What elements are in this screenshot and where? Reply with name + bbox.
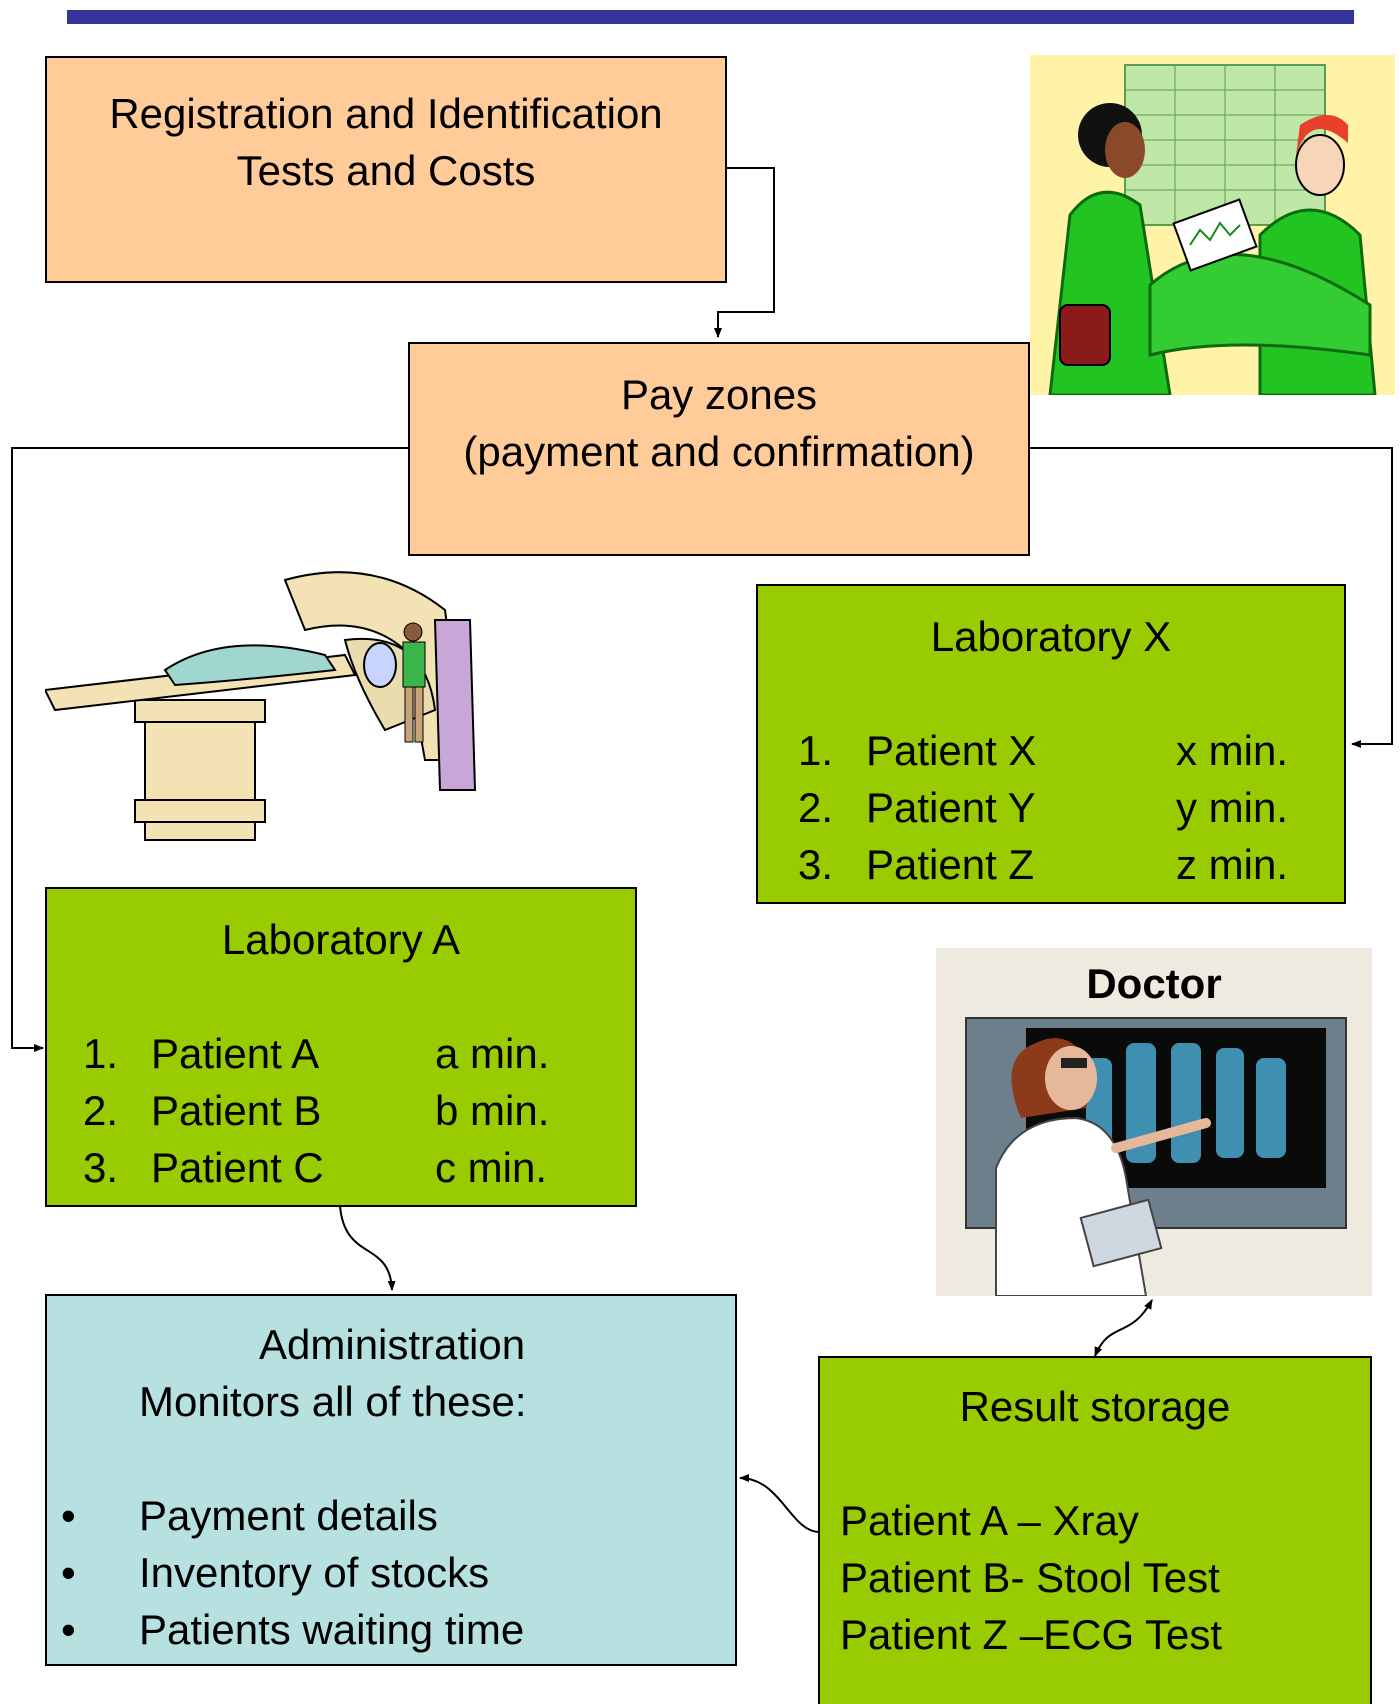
lab-a-item-num: 3. <box>83 1144 119 1191</box>
doctor-illustration: Doctor <box>936 948 1372 1296</box>
lab-x-item: 1. Patient X x min. <box>798 722 1288 779</box>
laboratory-a-box: Laboratory A 1. Patient A a min. 2. Pati… <box>45 887 637 1207</box>
result-storage-line: Patient A – Xray <box>840 1497 1139 1544</box>
bullet-icon: • <box>61 1549 76 1596</box>
arrow-results-to-admin <box>739 1474 819 1533</box>
administration-bullet-text: Payment details <box>139 1492 438 1539</box>
lab-a-item-patient: Patient A <box>151 1030 320 1077</box>
lab-a-item-time: a min. <box>435 1030 550 1077</box>
xray-machine-illustration <box>43 560 485 850</box>
lab-x-item-num: 3. <box>798 841 834 888</box>
administration-bullet-text: Patients waiting time <box>139 1606 525 1653</box>
administration-bullet: • Patients waiting time <box>61 1601 524 1658</box>
lab-x-item: 2. Patient Y y min. <box>798 779 1288 836</box>
lab-x-item-patient: Patient X <box>866 727 1037 774</box>
pay-zones-line1: Pay zones <box>620 371 818 418</box>
lab-a-item-num: 2. <box>83 1087 119 1134</box>
top-bar <box>67 10 1354 24</box>
lab-a-item: 2. Patient B b min. <box>83 1082 549 1139</box>
doctor-label: Doctor <box>1086 960 1222 1007</box>
result-storage-line: Patient B- Stool Test <box>840 1554 1220 1601</box>
lab-x-item-num: 1. <box>798 727 834 774</box>
lab-x-item-time: y min. <box>1176 784 1289 831</box>
lab-a-item-time: b min. <box>435 1087 550 1134</box>
administration-title: Administration <box>259 1321 526 1368</box>
administration-box: Administration Monitors all of these: • … <box>45 1294 737 1666</box>
lab-a-item-time: c min. <box>435 1144 548 1191</box>
clerk-illustration <box>1030 55 1395 397</box>
pay-zones-line2: (payment and confirmation) <box>463 428 975 475</box>
bullet-icon: • <box>61 1606 76 1653</box>
arrow-doctor-results <box>1094 1299 1153 1357</box>
administration-bullet: • Inventory of stocks <box>61 1544 489 1601</box>
laboratory-a-title: Laboratory A <box>221 916 461 963</box>
laboratory-x-box: Laboratory X 1. Patient X x min. 2. Pati… <box>756 584 1346 904</box>
result-storage-title: Result storage <box>959 1383 1231 1430</box>
bullet-icon: • <box>61 1492 76 1539</box>
registration-box: Registration and Identification Tests an… <box>45 56 727 283</box>
lab-a-item: 3. Patient C c min. <box>83 1139 547 1196</box>
administration-subtitle: Monitors all of these: <box>139 1378 527 1425</box>
arrow-lab-a-to-admin <box>339 1205 396 1291</box>
lab-a-item-patient: Patient C <box>151 1144 324 1191</box>
lab-x-item-patient: Patient Z <box>866 841 1035 888</box>
arrow-registration-to-pay <box>714 167 775 338</box>
arrow-pay-to-lab-a <box>11 447 408 1052</box>
arrow-pay-to-lab-x <box>1030 447 1393 748</box>
laboratory-x-title: Laboratory X <box>930 613 1172 660</box>
lab-x-item-time: z min. <box>1176 841 1289 888</box>
result-storage-line: Patient Z –ECG Test <box>840 1611 1223 1658</box>
pay-zones-box: Pay zones (payment and confirmation) <box>408 342 1030 556</box>
administration-bullet-text: Inventory of stocks <box>139 1549 490 1596</box>
lab-x-item-time: x min. <box>1176 727 1289 774</box>
lab-x-item-patient: Patient Y <box>866 784 1036 831</box>
lab-x-item: 3. Patient Z z min. <box>798 836 1288 893</box>
lab-x-item-num: 2. <box>798 784 834 831</box>
lab-a-item-num: 1. <box>83 1030 119 1077</box>
result-storage-box: Result storage Patient A – Xray Patient … <box>818 1356 1372 1704</box>
administration-bullet: • Payment details <box>61 1487 438 1544</box>
registration-line2: Tests and Costs <box>236 147 536 194</box>
registration-line1: Registration and Identification <box>109 90 663 137</box>
lab-a-item: 1. Patient A a min. <box>83 1025 549 1082</box>
lab-a-item-patient: Patient B <box>151 1087 322 1134</box>
